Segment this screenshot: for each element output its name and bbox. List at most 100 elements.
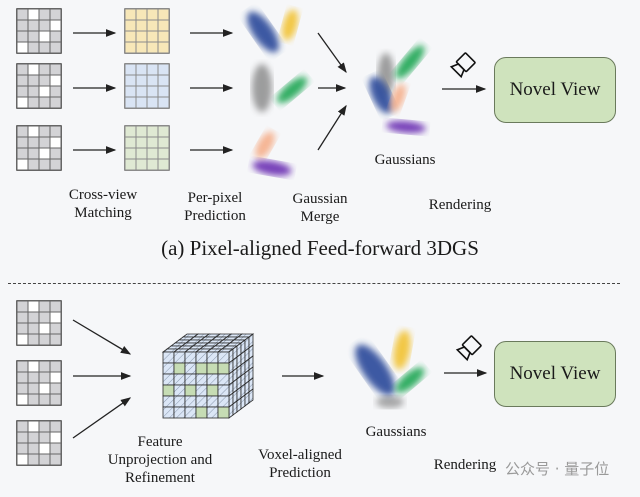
grid-cell <box>50 312 61 323</box>
grid-cell <box>17 64 28 75</box>
gaussian-blue <box>246 11 280 53</box>
grid-cell <box>28 148 39 159</box>
grid-cell <box>39 334 50 345</box>
grid-cell <box>136 86 147 97</box>
grid-cell <box>50 86 61 97</box>
grid-cell <box>17 20 28 31</box>
grid-cell <box>17 301 28 312</box>
grid-cell <box>39 372 50 383</box>
grid-cell <box>50 394 61 405</box>
grid-cell <box>147 159 158 170</box>
gaussian-b-green <box>395 367 425 393</box>
voxel-front <box>206 362 219 375</box>
novel-view-box-b: Novel View <box>494 341 616 407</box>
voxel-front <box>195 395 208 408</box>
grid-cell <box>136 148 147 159</box>
grid-cell <box>28 126 39 137</box>
grid-cell <box>136 159 147 170</box>
grid-cell <box>17 86 28 97</box>
grid-cell <box>50 75 61 86</box>
gaussian-purple <box>252 160 292 176</box>
merged-blue <box>369 76 393 114</box>
grid-cell <box>17 383 28 394</box>
grid-cell <box>147 9 158 20</box>
grid-cell <box>158 31 169 42</box>
voxel-front <box>184 373 197 386</box>
cube-side-face <box>228 333 254 419</box>
grid-cell <box>39 159 50 170</box>
label-line: Unprojection and <box>107 452 213 468</box>
grid-cell <box>28 20 39 31</box>
grid-cell <box>158 9 169 20</box>
grid-cell <box>50 148 61 159</box>
grid-cell <box>17 334 28 345</box>
grid-cell <box>39 301 50 312</box>
grid-cell <box>17 137 28 148</box>
voxel-front <box>206 373 219 386</box>
grid-cell <box>158 126 169 137</box>
grid-cell <box>39 9 50 20</box>
grid-cell <box>50 64 61 75</box>
grid-cell <box>17 42 28 53</box>
grid-cell <box>136 42 147 53</box>
grid-cell <box>136 75 147 86</box>
voxel-front <box>184 395 197 408</box>
grid-cell <box>39 323 50 334</box>
grid-cell <box>28 421 39 432</box>
feature-grid <box>124 125 170 171</box>
input-view-grid <box>16 420 62 466</box>
voxel-front <box>162 395 175 408</box>
grid-cell <box>125 20 136 31</box>
watermark: 公众号 · 量子位 <box>505 460 610 478</box>
grid-cell <box>39 126 50 137</box>
grid-cell <box>158 42 169 53</box>
grid-cell <box>50 31 61 42</box>
novel-view-box-a: Novel View <box>494 57 616 123</box>
grid-cell <box>158 75 169 86</box>
label-line: Gaussian <box>292 191 348 207</box>
grid-cell <box>136 126 147 137</box>
grid-cell <box>39 31 50 42</box>
grid-cell <box>125 126 136 137</box>
grid-cell <box>28 97 39 108</box>
grid-cell <box>50 361 61 372</box>
grid-cell <box>17 126 28 137</box>
voxel-front <box>162 351 175 364</box>
grid-cell <box>158 86 169 97</box>
voxel-side <box>228 403 234 419</box>
voxel-side <box>248 388 254 404</box>
grid-cell <box>28 383 39 394</box>
camera-icon <box>449 52 476 79</box>
grid-cell <box>147 42 158 53</box>
grid-cell <box>50 97 61 108</box>
grid-cell <box>125 9 136 20</box>
grid-cell <box>39 20 50 31</box>
voxel-front <box>195 351 208 364</box>
grid-cell <box>28 75 39 86</box>
grid-cell <box>50 126 61 137</box>
grid-cell <box>50 323 61 334</box>
gaussian-yellow <box>282 9 298 41</box>
arrow-to-cube-top <box>72 319 132 355</box>
grid-cell <box>147 97 158 108</box>
camera-lens <box>449 63 465 79</box>
grid-cell <box>17 9 28 20</box>
grid-cell <box>50 42 61 53</box>
label-line: Prediction <box>184 208 246 224</box>
voxel-front <box>206 384 219 397</box>
voxel-front <box>162 406 175 419</box>
grid-cell <box>136 137 147 148</box>
label-line: Merge <box>300 209 340 225</box>
gaussian-b-shadow <box>376 396 404 408</box>
input-view-grid <box>16 63 62 109</box>
grid-cell <box>39 432 50 443</box>
grid-cell <box>50 137 61 148</box>
arrow-merge-top <box>317 32 347 74</box>
grid-cell <box>28 159 39 170</box>
voxel-front <box>217 384 230 397</box>
merged-green <box>395 45 425 79</box>
voxel-front <box>217 373 230 386</box>
grid-cell <box>17 432 28 443</box>
grid-cell <box>50 334 61 345</box>
voxel-front <box>184 406 197 419</box>
